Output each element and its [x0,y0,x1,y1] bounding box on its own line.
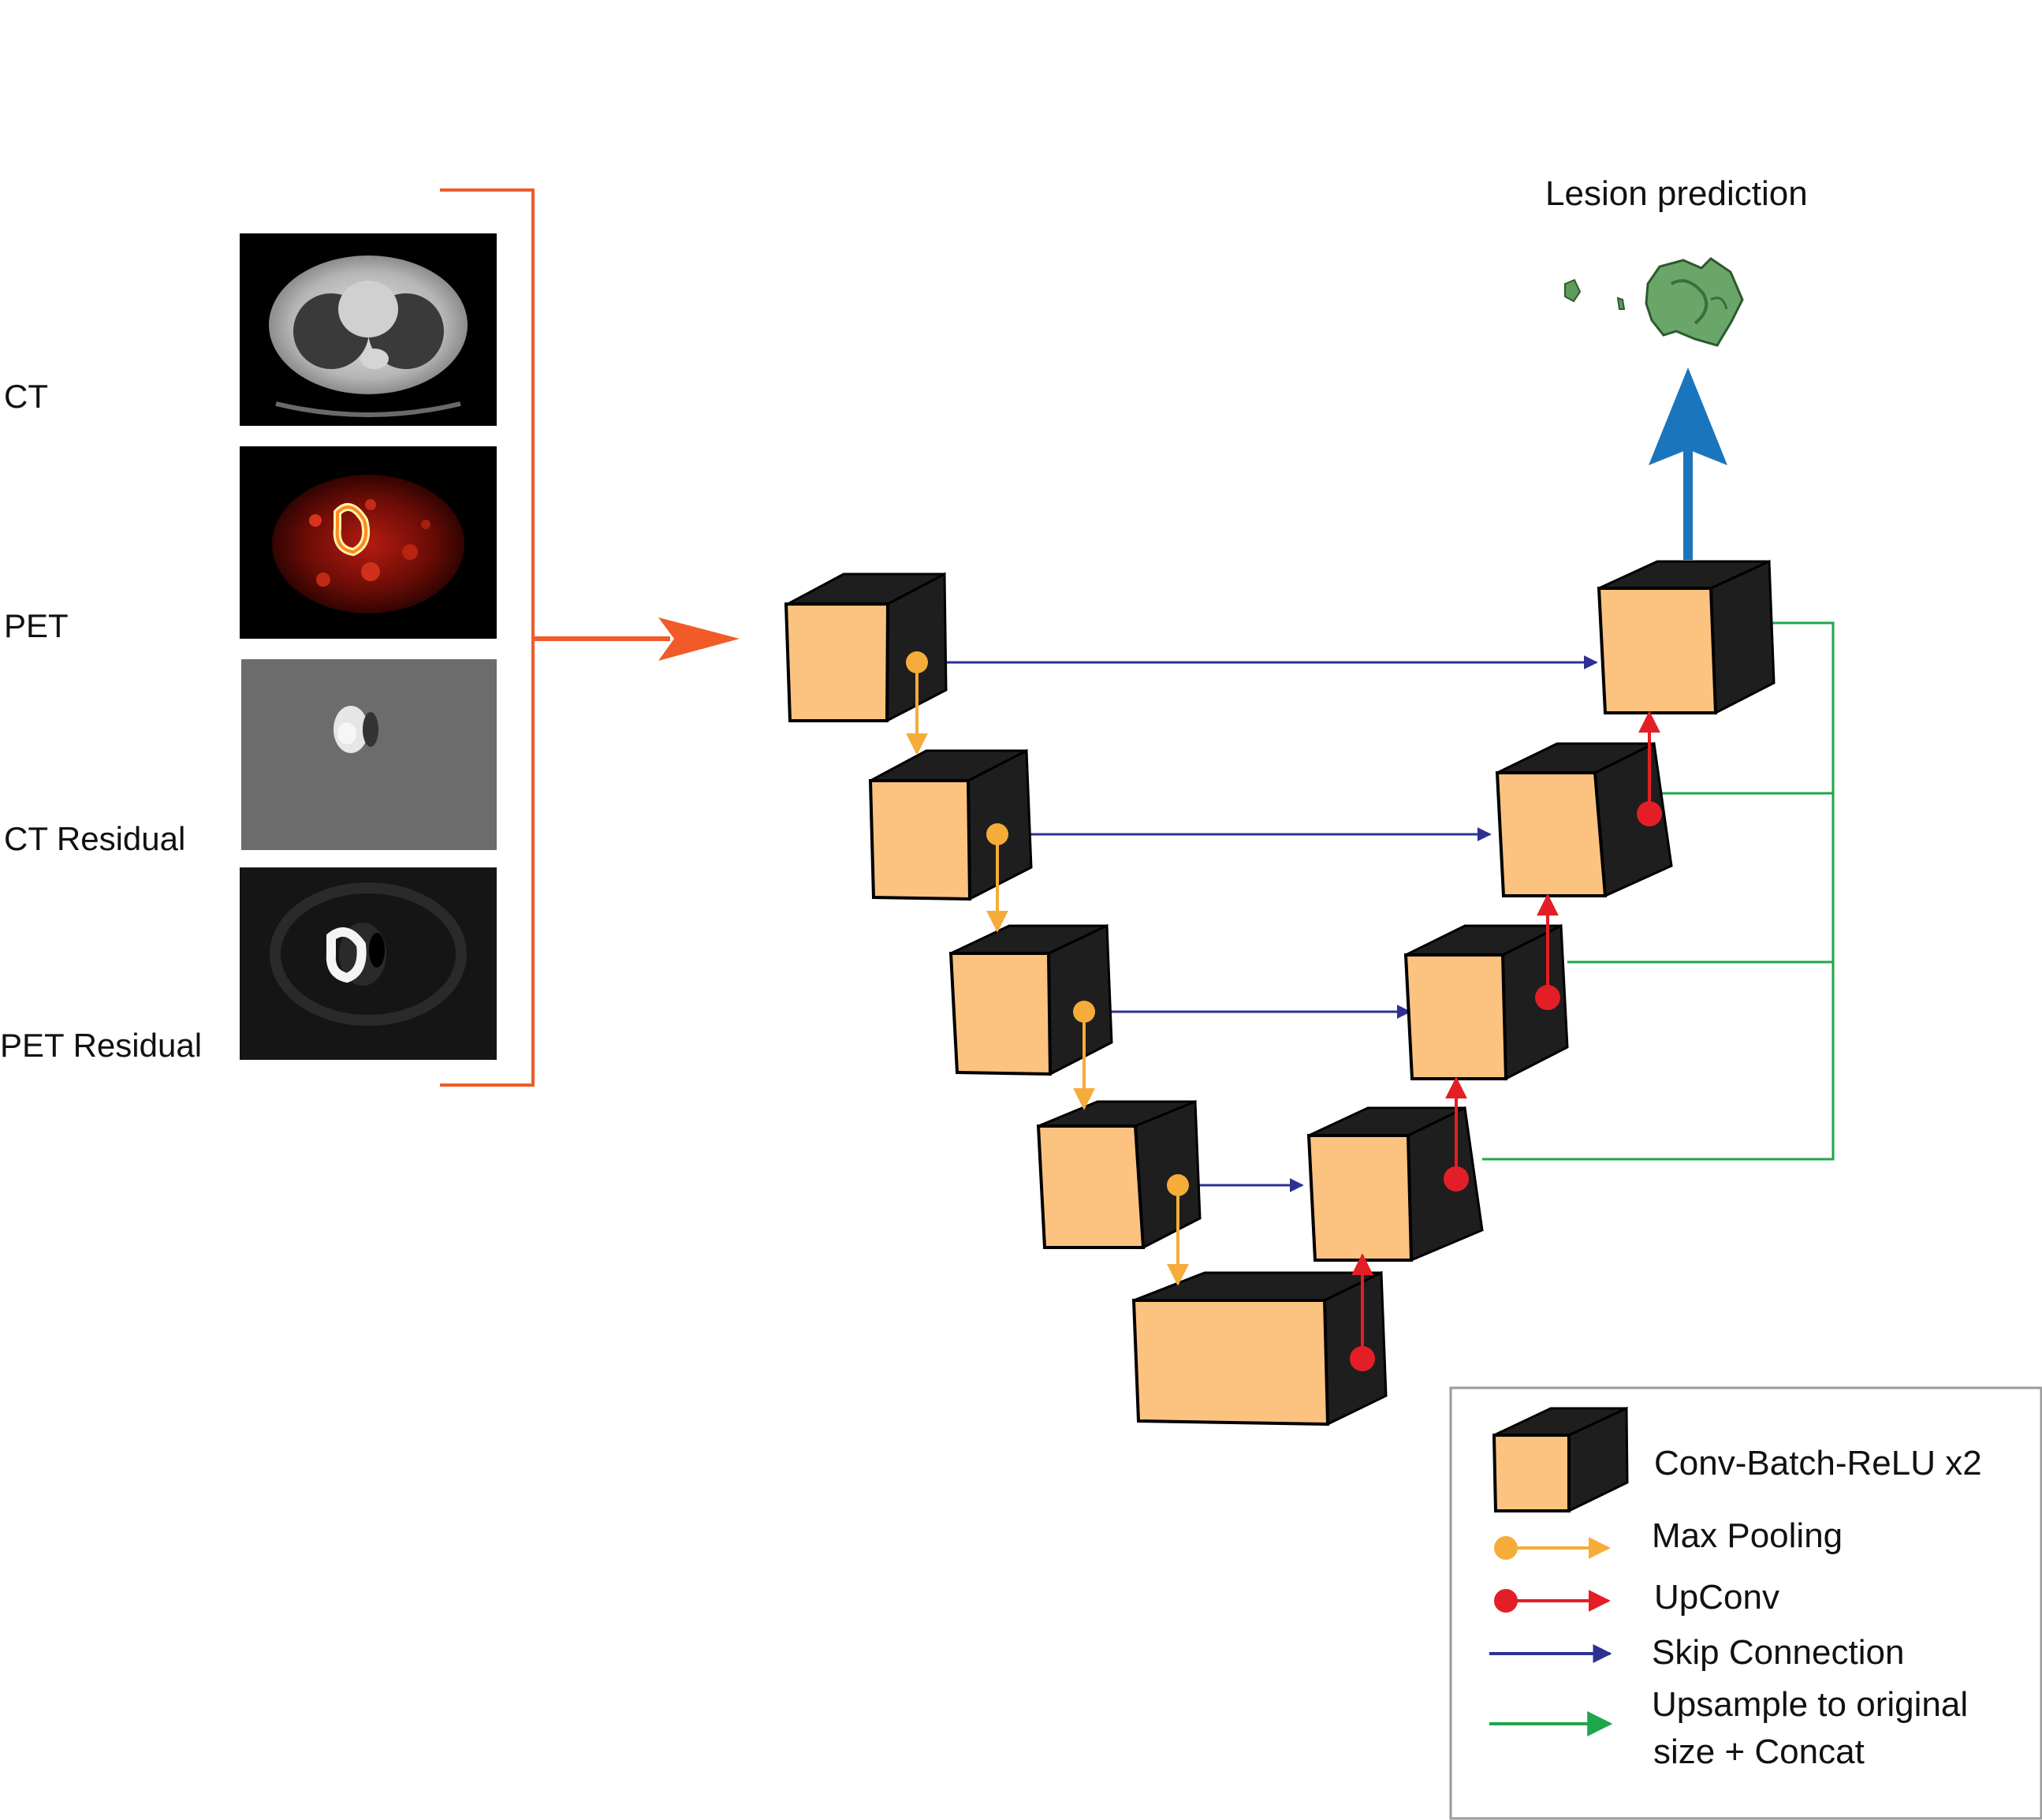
legend-skip-connection-label: Skip Connection [1652,1633,1904,1672]
decoder-block-2 [1495,741,1673,898]
input-arrow [533,617,740,661]
ct-image [240,233,497,426]
lesion-prediction-icon [1564,257,1744,347]
upsample-connections [1482,614,1835,1161]
legend-upsample-label-line2: size + Concat [1653,1732,1865,1771]
legend-upconv-icon [1494,1589,1611,1613]
label-pet-residual: PET Residual [0,1027,202,1064]
label-pet: PET [4,607,69,644]
legend-max-pooling-label: Max Pooling [1652,1516,1843,1555]
label-ct-residual: CT Residual [4,820,185,857]
upconv-arrows [1351,710,1660,1359]
legend: Conv-Batch-ReLU x2 Max Pooling UpConv Sk… [1449,1386,2042,1820]
legend-upconv-label: UpConv [1654,1578,1779,1617]
output-title: Lesion prediction [1545,174,1808,213]
encoder-block-1 [784,572,948,723]
pet-image [240,446,497,639]
label-ct: CT [4,378,48,415]
legend-upsample-label-line1: Upsample to original [1652,1685,1968,1724]
max-pooling-arrows [906,662,1189,1286]
decoder-block-1 [1597,559,1776,715]
ct-residual-image [241,659,497,850]
pet-residual-image [240,867,497,1060]
legend-max-pooling-icon [1494,1536,1611,1560]
encoder-block-3 [948,923,1113,1076]
decoder-block-3 [1403,923,1569,1081]
upconv-dots [1350,801,1662,1371]
encoder-block-2 [868,748,1033,901]
legend-block-icon [1492,1406,1629,1513]
max-pooling-dots [906,651,1189,1196]
encoder-block-4 [1036,1099,1202,1250]
legend-block-label: Conv-Batch-ReLU x2 [1654,1444,1982,1482]
bottleneck-block [1131,1270,1388,1427]
skip-connections [917,655,1598,1192]
output-arrow [1649,367,1727,560]
